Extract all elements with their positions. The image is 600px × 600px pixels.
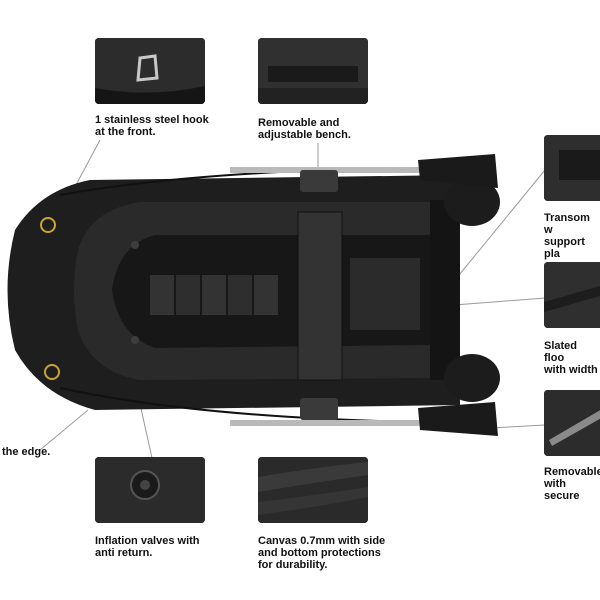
caption-hook: 1 stainless steel hook at the front. xyxy=(95,114,209,138)
transom-photo xyxy=(544,135,600,201)
caption-edge: the edge. xyxy=(2,446,51,458)
oarlock-bottom xyxy=(300,398,338,420)
caption-bench: Removable and adjustable bench. xyxy=(258,117,351,141)
thumb-valve xyxy=(95,457,205,523)
caption-transom: Transom w support pla xyxy=(544,212,590,260)
caption-canvas: Canvas 0.7mm with side and bottom protec… xyxy=(258,535,386,571)
floor-slat xyxy=(350,258,420,330)
floor-photo xyxy=(544,262,600,328)
leader-line-oars xyxy=(489,424,546,429)
floor-slats xyxy=(150,258,420,330)
caption-oars: Removable with secure xyxy=(544,466,600,502)
floor-slat xyxy=(176,275,200,315)
thumb-canvas xyxy=(258,457,368,523)
oar-shaft-bottom xyxy=(230,420,420,426)
floor-slat xyxy=(228,275,252,315)
canvas-photo xyxy=(258,457,368,523)
caption-valve: Inflation valves with anti return. xyxy=(95,535,200,559)
thumb-bench xyxy=(258,38,368,104)
bench xyxy=(297,211,343,381)
rear-tube-top xyxy=(444,178,500,226)
floor-slat xyxy=(202,275,226,315)
oars-photo xyxy=(544,390,600,456)
brand-logo-mark xyxy=(44,364,60,380)
thumb-floor xyxy=(544,262,600,328)
thumb-hook xyxy=(95,38,205,104)
valve-photo xyxy=(95,457,205,523)
oarlock-top xyxy=(300,170,338,192)
leader-line-transom xyxy=(454,169,546,281)
valve xyxy=(131,241,139,249)
boat-illustration xyxy=(7,154,500,436)
bench-photo xyxy=(258,38,368,104)
floor-slat xyxy=(150,275,174,315)
leader-line-edge xyxy=(39,409,89,451)
thumb-oars xyxy=(544,390,600,456)
brand-logo-mark xyxy=(40,217,56,233)
floor-slat xyxy=(254,275,278,315)
hook-photo xyxy=(95,38,205,104)
thumb-transom xyxy=(544,135,600,201)
rear-tube-bottom xyxy=(444,354,500,402)
oar-blade-bottom xyxy=(418,402,498,436)
caption-floor: Slated floo with width xyxy=(544,340,598,376)
transom xyxy=(430,200,460,380)
valve xyxy=(131,336,139,344)
oar-blade-top xyxy=(418,154,498,188)
